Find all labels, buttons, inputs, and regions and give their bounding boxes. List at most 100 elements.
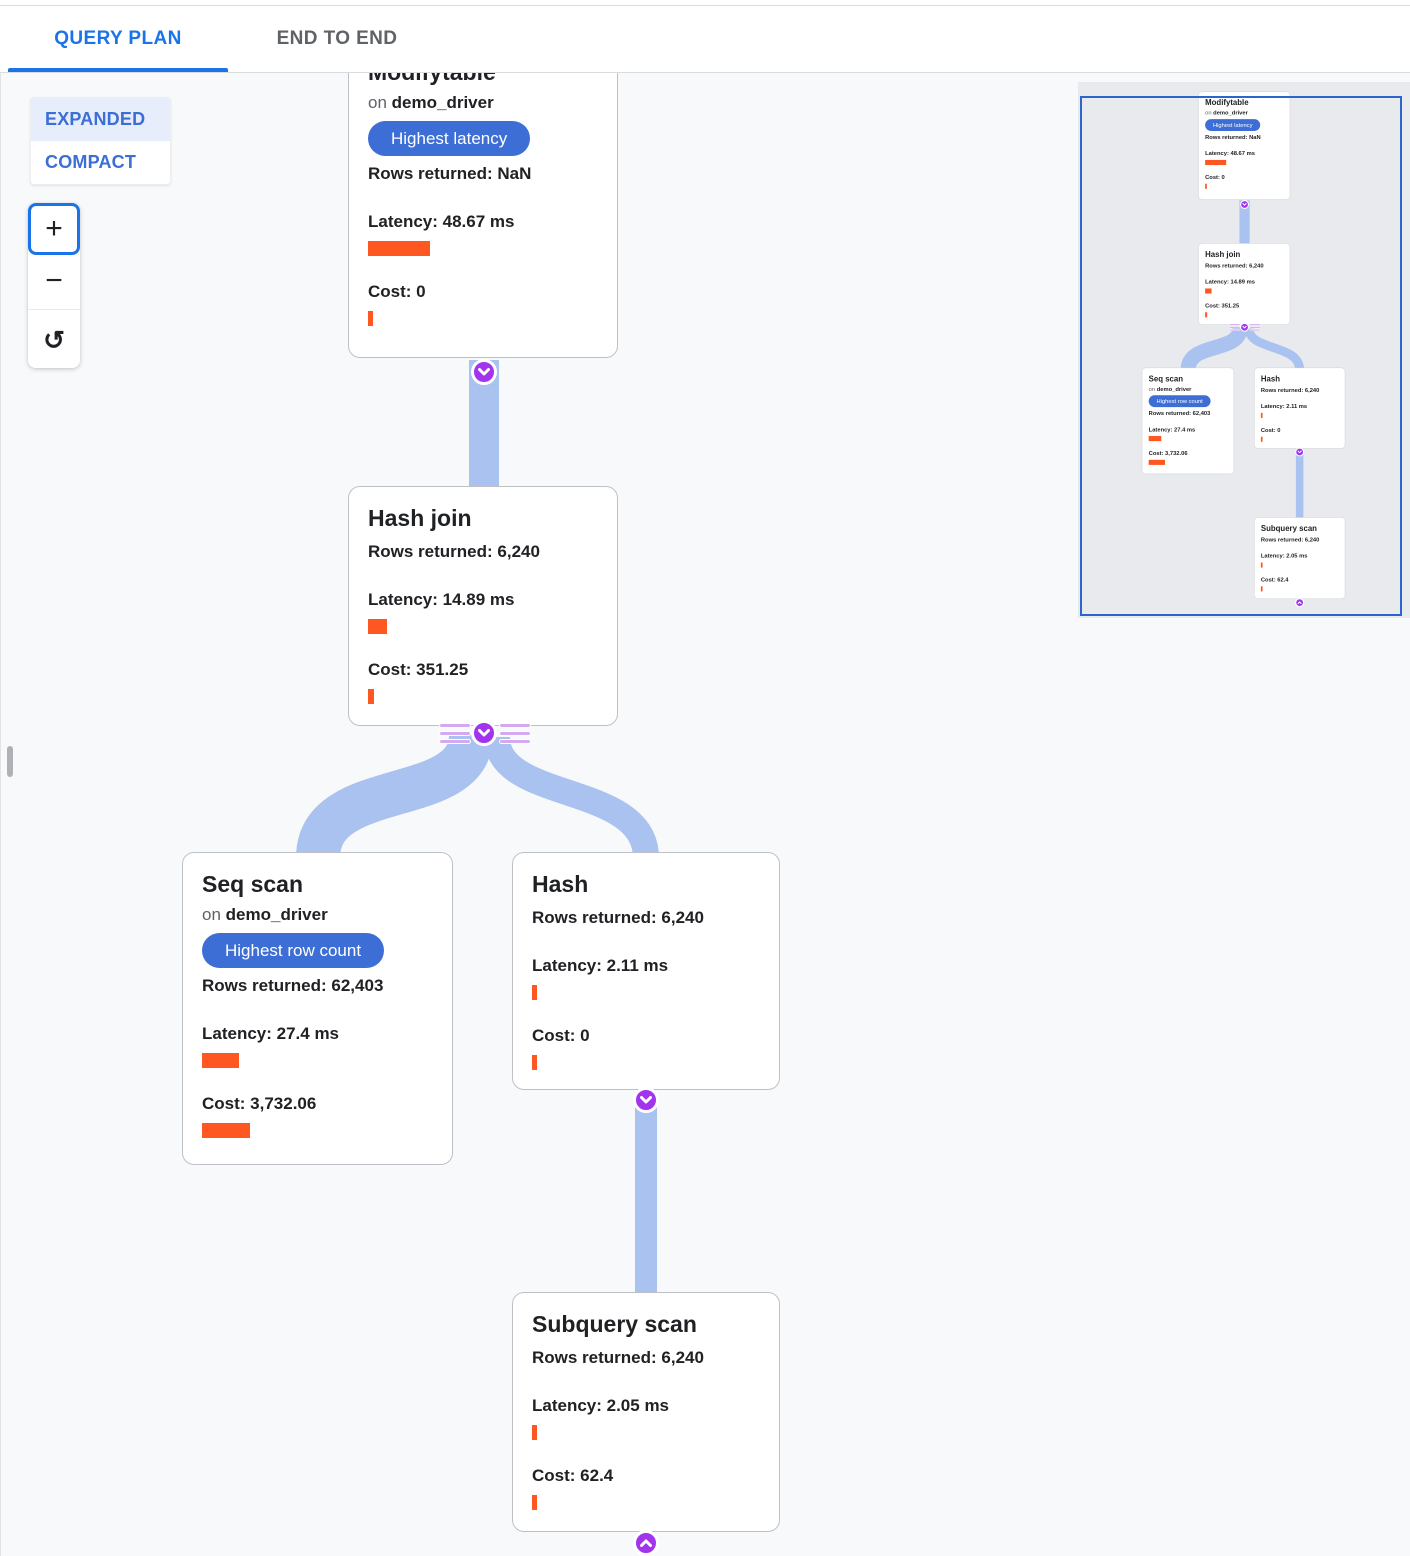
node-rows: Rows returned: 62,403 bbox=[1148, 409, 1211, 417]
node-cost: Cost: 0 bbox=[368, 282, 426, 301]
node-table-name: demo_driver bbox=[225, 905, 328, 924]
highest-row-count-badge: Highest row count bbox=[202, 933, 385, 968]
minimap[interactable]: Modifytable on demo_driver Highest laten… bbox=[1078, 82, 1410, 618]
node-rows: Rows returned: 6,240 bbox=[1205, 262, 1264, 269]
collapse-button-hash[interactable] bbox=[633, 1087, 659, 1113]
plan-node-hash[interactable]: Hash Rows returned: 6,240 Latency: 2.11 … bbox=[512, 852, 780, 1090]
latency-bar bbox=[1205, 288, 1212, 294]
cost-bar bbox=[1148, 459, 1165, 465]
reset-view-button[interactable]: ↺ bbox=[28, 312, 80, 368]
collapsed-links-right bbox=[500, 724, 530, 743]
collapse-button-hash-join bbox=[1240, 322, 1249, 332]
node-latency: Latency: 48.67 ms bbox=[1205, 150, 1255, 157]
reset-icon: ↺ bbox=[43, 324, 65, 355]
cost-bar bbox=[1205, 312, 1208, 318]
plan-node-modifytable[interactable]: Modifytable on demo_driver Highest laten… bbox=[348, 40, 618, 358]
expand-button-subquery-scan[interactable] bbox=[633, 1530, 659, 1556]
tab-query-plan[interactable]: QUERY PLAN bbox=[28, 6, 208, 72]
chevron-down-icon bbox=[1242, 203, 1247, 206]
node-title: Seq scan bbox=[202, 871, 303, 897]
view-mode-toggle: EXPANDED COMPACT bbox=[30, 97, 171, 185]
node-latency: Latency: 27.4 ms bbox=[1148, 426, 1196, 433]
node-cost: Cost: 351.25 bbox=[368, 660, 469, 679]
edge-hashjoin-hash bbox=[484, 735, 659, 860]
node-latency: Latency: 2.11 ms bbox=[532, 956, 669, 975]
minimap-viewport-rect[interactable] bbox=[1080, 96, 1402, 616]
plan-node-hash-join[interactable]: Hash join Rows returned: 6,240 Latency: … bbox=[348, 486, 618, 726]
zoom-out-button[interactable]: − bbox=[28, 255, 80, 307]
node-table-name: demo_driver bbox=[1156, 385, 1192, 393]
collapse-button-hash bbox=[1295, 447, 1305, 457]
latency-bar bbox=[532, 1425, 537, 1440]
node-table-name: demo_driver bbox=[1213, 109, 1248, 117]
plan-node-hash: Hash Rows returned: 6,240 Latency: 2.11 … bbox=[1254, 367, 1346, 449]
node-table-line: on demo_driver bbox=[368, 93, 494, 112]
node-latency: Latency: 2.05 ms bbox=[1260, 552, 1308, 560]
node-title: Hash join bbox=[368, 505, 472, 531]
node-latency: Latency: 2.11 ms bbox=[1260, 403, 1308, 410]
node-latency: Latency: 2.05 ms bbox=[532, 1396, 670, 1415]
cost-bar bbox=[1260, 586, 1263, 592]
minus-icon: − bbox=[45, 264, 63, 297]
plan-node-modifytable: Modifytable on demo_driver Highest laten… bbox=[1198, 91, 1291, 200]
latency-bar bbox=[368, 241, 430, 256]
latency-bar bbox=[1260, 562, 1263, 568]
cost-bar bbox=[532, 1055, 537, 1070]
compact-button[interactable]: COMPACT bbox=[31, 141, 170, 184]
node-table-line: on demo_driver bbox=[1148, 385, 1192, 393]
collapse-button-modifytable[interactable] bbox=[471, 359, 497, 385]
node-rows: Rows returned: NaN bbox=[1205, 133, 1261, 141]
node-cost: Cost: 351.25 bbox=[1205, 302, 1240, 309]
highest-latency-badge: Highest latency bbox=[368, 121, 531, 156]
minimap-graph[interactable]: Modifytable on demo_driver Highest laten… bbox=[1080, 82, 1410, 608]
node-rows: Rows returned: 6,240 bbox=[368, 542, 540, 561]
expanded-label: EXPANDED bbox=[45, 109, 146, 129]
tab-end-to-end[interactable]: END TO END bbox=[252, 6, 422, 72]
plan-node-subquery-scan: Subquery scan Rows returned: 6,240 Laten… bbox=[1254, 517, 1346, 599]
chevron-down-icon bbox=[1297, 450, 1302, 454]
chevron-down-icon bbox=[478, 729, 490, 737]
node-rows: Rows returned: NaN bbox=[368, 164, 532, 183]
node-cost: Cost: 3,732.06 bbox=[1148, 449, 1188, 457]
node-latency: Latency: 48.67 ms bbox=[368, 212, 515, 231]
edge-hashjoin-hash bbox=[1244, 327, 1305, 371]
edge-hashjoin-seqscan bbox=[296, 732, 493, 861]
node-table-line: on demo_driver bbox=[1205, 109, 1248, 117]
node-cost: Cost: 0 bbox=[1205, 173, 1225, 181]
chevron-up-icon bbox=[1297, 601, 1302, 604]
collapsed-links-right bbox=[1250, 324, 1261, 331]
node-cost: Cost: 0 bbox=[532, 1026, 590, 1045]
node-latency: Latency: 27.4 ms bbox=[202, 1024, 340, 1043]
highest-row-count-badge: Highest row count bbox=[1148, 395, 1211, 408]
plan-node-subquery-scan[interactable]: Subquery scan Rows returned: 6,240 Laten… bbox=[512, 1292, 780, 1532]
expand-button-subquery-scan bbox=[1295, 598, 1305, 608]
node-cost: Cost: 62.4 bbox=[1260, 576, 1289, 583]
active-tab-indicator bbox=[8, 68, 228, 72]
chevron-down-icon bbox=[1242, 325, 1247, 329]
collapse-button-hash-join[interactable] bbox=[471, 720, 497, 746]
latency-bar bbox=[202, 1053, 239, 1068]
node-rows: Rows returned: 62,403 bbox=[202, 976, 384, 995]
zoom-in-button[interactable]: + bbox=[28, 203, 80, 255]
chevron-down-icon bbox=[640, 1096, 652, 1104]
tab-bar: QUERY PLAN END TO END bbox=[0, 6, 1410, 73]
zoom-controls: + − ↺ bbox=[28, 203, 80, 368]
node-cost: Cost: 3,732.06 bbox=[202, 1094, 317, 1113]
left-pane-divider bbox=[0, 73, 1, 1556]
vertical-scrollbar-thumb[interactable] bbox=[7, 746, 13, 777]
latency-bar bbox=[1205, 159, 1227, 166]
latency-bar bbox=[1260, 412, 1263, 418]
compact-label: COMPACT bbox=[45, 152, 137, 172]
node-title: Seq scan bbox=[1148, 374, 1184, 383]
cost-bar bbox=[1205, 183, 1207, 189]
plan-node-seq-scan[interactable]: Seq scan on demo_driver Highest row coun… bbox=[182, 852, 453, 1165]
node-title: Hash bbox=[532, 871, 589, 897]
tab-query-plan-label: QUERY PLAN bbox=[54, 28, 182, 49]
node-table-name: demo_driver bbox=[391, 93, 494, 112]
expanded-button[interactable]: EXPANDED bbox=[31, 98, 170, 141]
cost-bar bbox=[368, 311, 373, 326]
plan-node-seq-scan: Seq scan on demo_driver Highest row coun… bbox=[1141, 367, 1235, 475]
node-latency: Latency: 14.89 ms bbox=[368, 590, 515, 609]
